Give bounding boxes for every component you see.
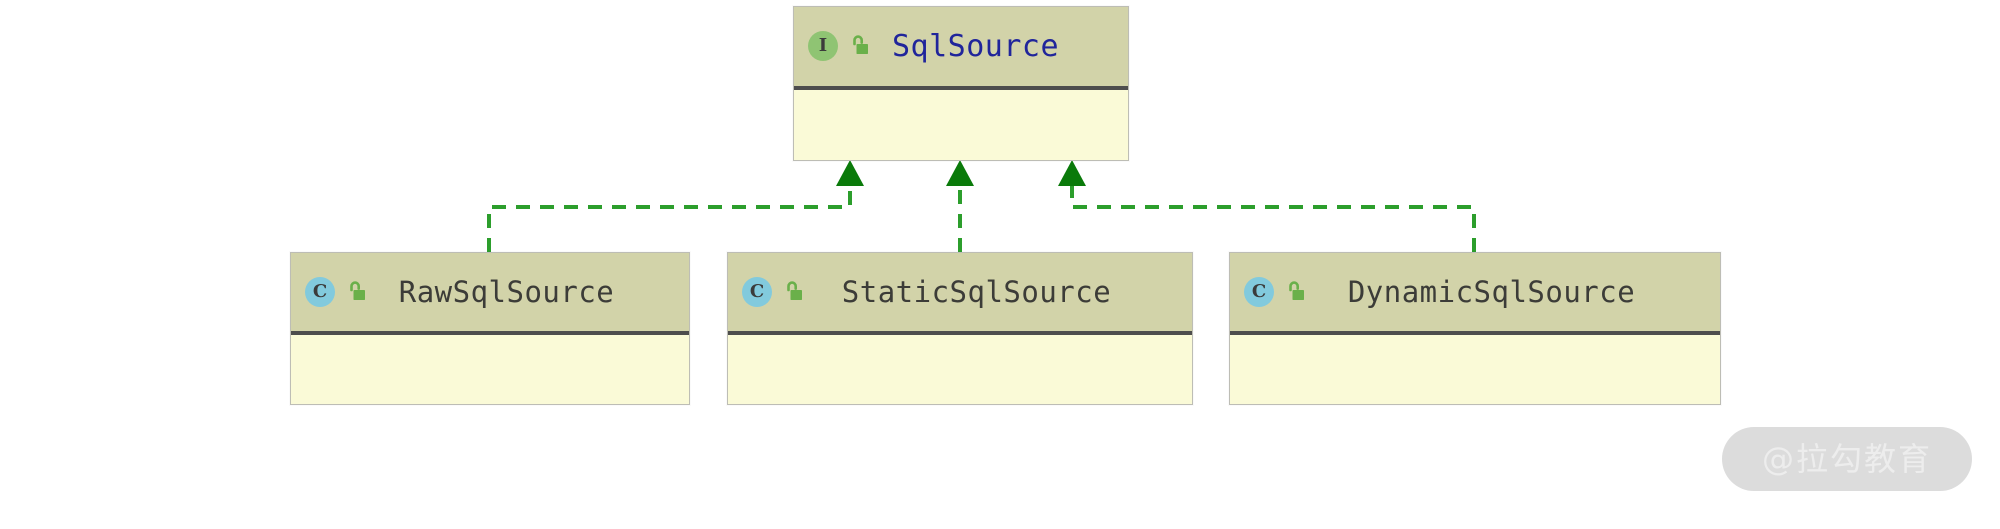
uml-header: I SqlSource bbox=[794, 7, 1128, 90]
realization-static-to-sqlsource bbox=[946, 160, 974, 252]
open-padlock-icon bbox=[1283, 280, 1305, 304]
uml-class-staticsqlsource[interactable]: C StaticSqlSource bbox=[727, 252, 1193, 405]
class-name-label: DynamicSqlSource bbox=[1347, 274, 1636, 309]
class-name-label: RawSqlSource bbox=[398, 274, 615, 309]
uml-members-compartment bbox=[1230, 334, 1720, 404]
realization-raw-to-sqlsource bbox=[487, 160, 864, 252]
open-padlock-icon bbox=[847, 34, 869, 58]
realization-arrowhead bbox=[946, 160, 974, 186]
uml-interface-sqlsource[interactable]: I SqlSource bbox=[793, 6, 1129, 161]
uml-members-compartment bbox=[794, 89, 1128, 160]
uml-class-rawsqlsource[interactable]: C RawSqlSource bbox=[290, 252, 690, 405]
uml-header: C StaticSqlSource bbox=[728, 253, 1192, 335]
uml-header: C RawSqlSource bbox=[291, 253, 689, 335]
interface-name-label: SqlSource bbox=[891, 28, 1060, 64]
uml-members-compartment bbox=[728, 334, 1192, 404]
class-badge-icon: C bbox=[1244, 276, 1274, 307]
realization-arrowhead bbox=[1058, 160, 1086, 186]
open-padlock-icon bbox=[781, 280, 803, 304]
class-name-label: StaticSqlSource bbox=[841, 274, 1112, 309]
uml-members-compartment bbox=[291, 334, 689, 404]
class-badge-icon: C bbox=[305, 276, 335, 307]
uml-class-dynamicsqlsource[interactable]: C DynamicSqlSource bbox=[1229, 252, 1721, 405]
watermark: @拉勾教育 bbox=[1721, 427, 1972, 491]
interface-badge-icon: I bbox=[808, 31, 838, 62]
class-badge-icon: C bbox=[742, 276, 772, 307]
realization-dynamic-to-sqlsource bbox=[1058, 160, 1476, 252]
realization-arrowhead bbox=[836, 160, 864, 186]
open-padlock-icon bbox=[344, 280, 366, 304]
uml-header: C DynamicSqlSource bbox=[1230, 253, 1720, 335]
